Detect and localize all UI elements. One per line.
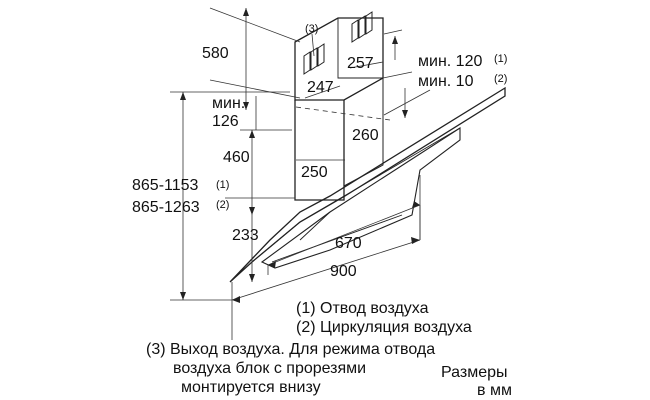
ref-3-slot: (3) bbox=[305, 23, 318, 35]
legend-line-3c: монтируется внизу bbox=[181, 379, 321, 396]
dim-900: 900 bbox=[330, 263, 357, 280]
canopy-inner-line bbox=[251, 127, 461, 263]
slot-block bbox=[303, 11, 373, 75]
dim-257: 257 bbox=[347, 55, 374, 72]
ref-1-height: (1) bbox=[216, 179, 229, 191]
ref-2-min: (2) bbox=[494, 73, 507, 85]
lower-chimney bbox=[294, 100, 345, 201]
dim-865-1263: 865-1263 bbox=[132, 199, 200, 216]
hood-outline bbox=[229, 17, 506, 283]
dim-260: 260 bbox=[352, 127, 379, 144]
dim-min-10: мин. 10 bbox=[418, 73, 474, 90]
dim-670: 670 bbox=[335, 235, 362, 252]
dim-247: 247 bbox=[307, 79, 334, 96]
legend-line-2: (2) Циркуляция воздуха bbox=[296, 319, 472, 336]
dim-460: 460 bbox=[223, 149, 250, 166]
arrow-ticks bbox=[180, 8, 420, 303]
dim-865-1153: 865-1153 bbox=[132, 177, 199, 194]
upper-chimney-edge bbox=[337, 18, 383, 79]
dim-min-label: мин. bbox=[212, 95, 245, 112]
dim-126: 126 bbox=[212, 113, 239, 130]
dim-250: 250 bbox=[301, 164, 328, 181]
dim-233: 233 bbox=[232, 227, 259, 244]
filter-line bbox=[271, 214, 403, 263]
lower-body-edge bbox=[299, 211, 331, 241]
units-line-1: Размеры bbox=[441, 364, 508, 381]
dim-min-120: мин. 120 bbox=[418, 53, 482, 70]
dimension-lines bbox=[170, 7, 431, 340]
legend-line-3a: (3) Выход воздуха. Для режима отвода bbox=[146, 341, 436, 358]
legend-line-1: (1) Отвод воздуха bbox=[296, 300, 429, 317]
legend-line-3b: воздуха блок с прорезями bbox=[173, 360, 367, 377]
ref-1-min: (1) bbox=[494, 53, 507, 65]
units-line-2: в мм bbox=[477, 382, 512, 399]
lower-body bbox=[260, 126, 461, 269]
dim-580: 580 bbox=[202, 45, 229, 62]
ref-2-height: (2) bbox=[216, 199, 229, 211]
